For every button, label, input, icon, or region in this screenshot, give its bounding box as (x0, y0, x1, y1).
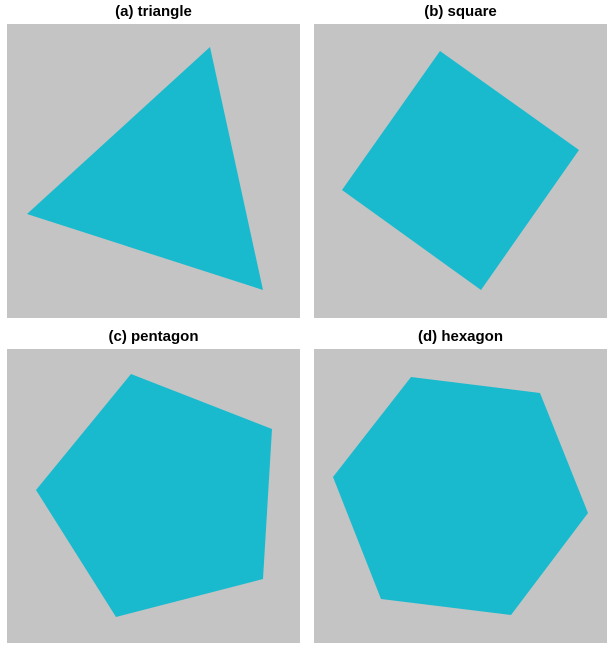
panel-title: (a) triangle (115, 3, 192, 20)
pentagon-shape (36, 374, 272, 617)
pentagon-canvas (7, 349, 300, 643)
panel-pentagon: (c) pentagon (7, 326, 300, 643)
square-shape (342, 51, 579, 290)
square-canvas (314, 24, 607, 318)
hexagon-canvas (314, 349, 607, 643)
panel-title: (d) hexagon (418, 328, 503, 345)
panel-square: (b) square (314, 1, 607, 318)
panel-title: (b) square (424, 3, 497, 20)
panel-title: (c) pentagon (108, 328, 199, 345)
panel-triangle: (a) triangle (7, 1, 300, 318)
panel-hexagon: (d) hexagon (314, 326, 607, 643)
triangle-shape (27, 47, 263, 290)
hexagon-shape (333, 377, 588, 615)
triangle-canvas (7, 24, 300, 318)
